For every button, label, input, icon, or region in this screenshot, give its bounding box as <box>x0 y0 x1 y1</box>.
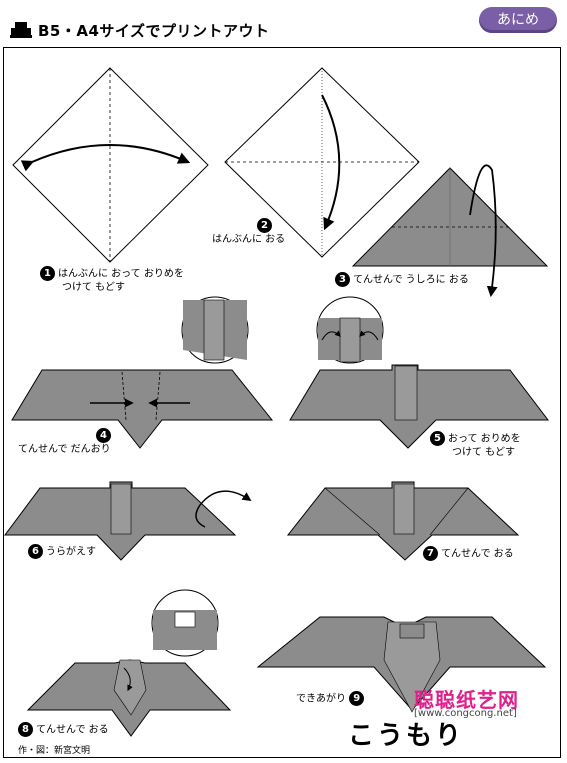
anime-button[interactable]: あにめ <box>479 7 557 33</box>
step2-diagram <box>224 67 420 258</box>
step-4-caption: 4 てんせんで だんおり <box>18 428 111 455</box>
step-9-caption: できあがり 9 <box>296 691 367 706</box>
watermark-logo: 聪聪纸艺网 <box>414 688 519 712</box>
instruction-frame <box>3 47 561 758</box>
step9-diagram <box>256 616 547 713</box>
header: B5・A4サイズでプリントアウト あにめ <box>0 0 567 46</box>
diagram-title: こうもり <box>348 721 465 751</box>
step5-diagram <box>289 296 550 449</box>
step8-diagram <box>26 589 232 737</box>
step7-diagram <box>286 481 520 561</box>
step1-diagram <box>12 67 209 263</box>
step4-diagram <box>11 296 274 449</box>
step-2-caption: 2 はんぶんに おる <box>212 218 286 245</box>
watermark-url: [www.congcong.net] <box>414 708 517 719</box>
page-title: B5・A4サイズでプリントアウト <box>38 22 270 40</box>
printer-icon <box>10 22 32 38</box>
step6-diagram <box>4 481 252 561</box>
step3-diagram <box>351 164 549 298</box>
credit: 作・図：新宮文明 <box>18 746 91 756</box>
